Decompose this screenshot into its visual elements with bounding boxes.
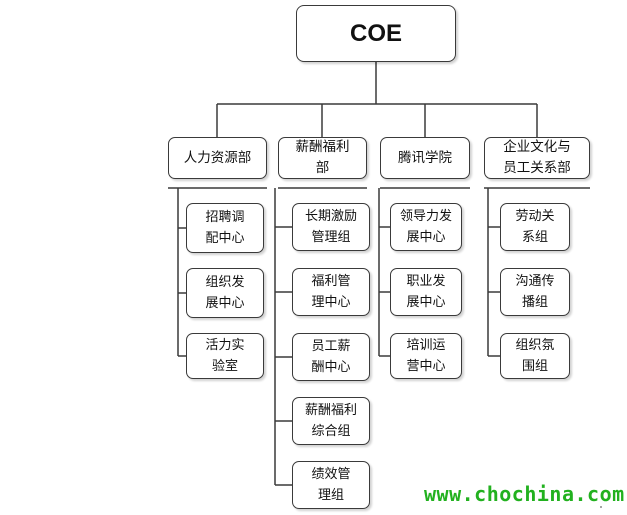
sub-node-org-development: 组织发 展中心 [186,268,264,318]
dept-node-academy: 腾讯学院 [380,137,470,179]
sub-node-vitality-lab: 活力实 验室 [186,333,264,379]
corner-dot [600,506,602,508]
sub-node-communication: 沟通传 播组 [500,268,570,316]
sub-node-career: 职业发 展中心 [390,268,462,316]
sub-node-welfare-center: 福利管 理中心 [292,268,370,316]
watermark-text: www.chochina.com [424,482,625,506]
sub-node-performance: 绩效管 理组 [292,461,370,509]
root-node-coe: COE [296,5,456,62]
sub-node-long-term-incentive: 长期激励 管理组 [292,203,370,251]
sub-node-org-atmosphere: 组织氛 围组 [500,333,570,379]
dept-node-culture: 企业文化与 员工关系部 [484,137,590,179]
dept-node-hr: 人力资源部 [168,137,267,179]
sub-node-training-ops: 培训运 营中心 [390,333,462,379]
sub-node-comp-general: 薪酬福利 综合组 [292,397,370,445]
dept-node-compensation: 薪酬福利 部 [278,137,367,179]
sub-node-labor-relations: 劳动关 系组 [500,203,570,251]
sub-node-employee-pay: 员工薪 酬中心 [292,333,370,381]
sub-node-leadership: 领导力发 展中心 [390,203,462,251]
sub-node-recruitment: 招聘调 配中心 [186,203,264,253]
